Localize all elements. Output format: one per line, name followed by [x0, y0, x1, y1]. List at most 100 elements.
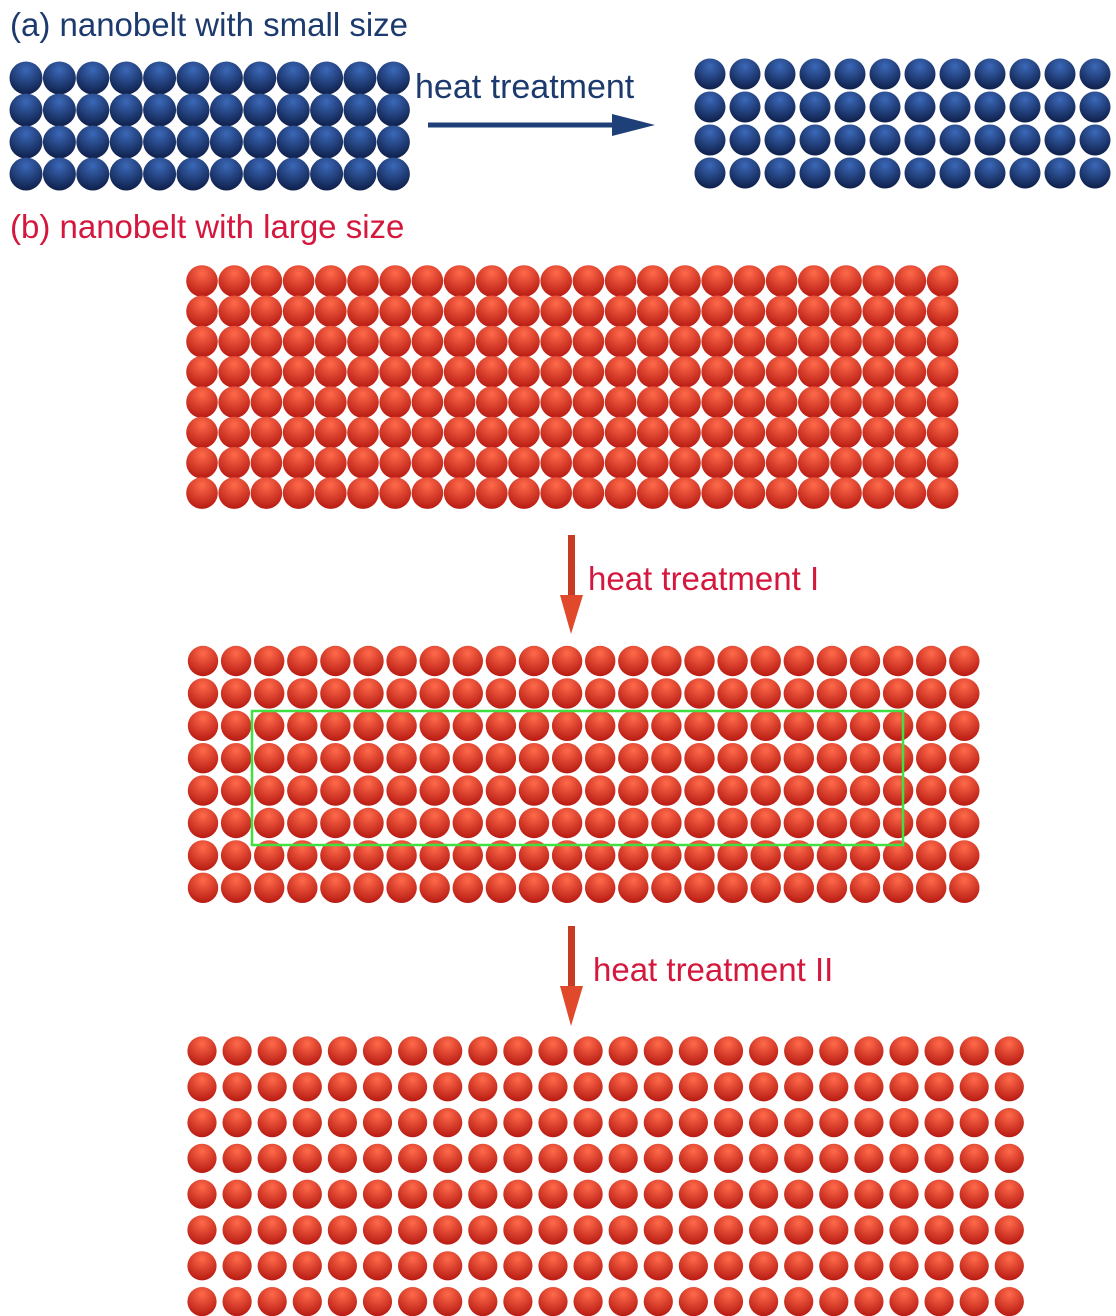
large-nanobelt-stage-2 [187, 645, 980, 903]
red-sphere [717, 743, 748, 774]
red-sphere [651, 645, 682, 677]
blue-sphere [834, 58, 866, 90]
red-sphere [287, 710, 318, 741]
blue-sphere [109, 157, 143, 191]
red-sphere [604, 356, 637, 388]
red-sphere [327, 1036, 357, 1066]
blue-sphere [276, 125, 310, 159]
blue-sphere [1009, 124, 1041, 156]
blue-sphere [343, 125, 377, 159]
red-sphere [678, 1251, 709, 1281]
red-sphere [924, 1143, 954, 1173]
red-sphere [959, 1251, 989, 1281]
red-sphere [222, 1072, 252, 1102]
red-sphere [701, 386, 733, 419]
red-sphere [386, 710, 417, 741]
red-sphere [315, 416, 347, 449]
red-sphere [889, 1179, 919, 1209]
red-sphere [604, 416, 637, 449]
red-sphere [819, 1036, 849, 1066]
red-sphere [187, 1072, 217, 1102]
red-sphere [783, 678, 814, 709]
red-sphere [717, 872, 748, 903]
red-sphere [452, 872, 483, 903]
red-sphere [637, 416, 669, 449]
red-sphere [257, 1251, 287, 1281]
red-sphere [518, 710, 550, 741]
red-sphere [882, 807, 914, 839]
red-sphere [784, 1287, 814, 1316]
blue-sphere [869, 124, 901, 156]
red-sphere [419, 645, 450, 677]
blue-sphere [276, 157, 310, 191]
red-sphere [643, 1108, 673, 1138]
red-sphere [573, 1215, 603, 1245]
red-sphere [637, 386, 669, 419]
red-sphere [287, 872, 318, 903]
red-sphere [651, 743, 682, 774]
red-sphere [379, 356, 412, 388]
red-sphere [353, 645, 384, 677]
red-sphere [411, 477, 444, 509]
red-sphere [518, 743, 550, 774]
blue-sphere [243, 157, 277, 191]
red-sphere [254, 645, 285, 677]
red-sphere [713, 1143, 744, 1173]
red-sphere [608, 1179, 638, 1209]
blue-sphere [694, 124, 726, 156]
blue-sphere [76, 61, 110, 95]
red-sphere [889, 1072, 919, 1102]
red-sphere [798, 477, 830, 509]
red-sphere [608, 1143, 638, 1173]
red-sphere [485, 645, 517, 677]
red-sphere [573, 1287, 603, 1316]
red-sphere [419, 807, 450, 839]
red-sphere [572, 416, 605, 449]
red-sphere [254, 807, 285, 839]
red-sphere [684, 645, 715, 677]
red-sphere [798, 447, 830, 479]
red-sphere [257, 1036, 287, 1066]
red-sphere [386, 678, 417, 709]
red-sphere [386, 645, 417, 677]
red-sphere [604, 477, 637, 509]
red-sphere [701, 295, 733, 328]
red-sphere [765, 265, 798, 297]
red-sphere [733, 386, 766, 419]
red-sphere [518, 807, 550, 839]
red-sphere [733, 265, 766, 297]
red-sphere [222, 1251, 252, 1281]
red-sphere [994, 1072, 1024, 1102]
red-sphere [292, 1072, 322, 1102]
red-sphere [257, 1215, 287, 1245]
red-sphere [994, 1143, 1024, 1173]
red-sphere [798, 325, 830, 358]
large-nanobelt-stage-1 [186, 265, 959, 509]
red-sphere [468, 1251, 498, 1281]
red-sphere [889, 1215, 919, 1245]
red-sphere [220, 872, 252, 903]
blue-sphere [904, 91, 936, 123]
red-sphere [830, 386, 862, 419]
red-sphere [618, 678, 649, 709]
red-sphere [882, 872, 914, 903]
blue-sphere [974, 157, 1006, 189]
red-sphere [398, 1036, 428, 1066]
red-sphere [287, 678, 318, 709]
red-sphere [327, 1215, 357, 1245]
red-sphere [411, 295, 444, 328]
heat-treatment-2-label: heat treatment II [593, 951, 833, 988]
red-sphere [994, 1287, 1024, 1316]
red-sphere [315, 386, 347, 419]
red-sphere [508, 265, 540, 297]
red-sphere [651, 807, 682, 839]
red-sphere [353, 678, 384, 709]
red-sphere [949, 678, 980, 709]
red-sphere [257, 1108, 287, 1138]
red-sphere [949, 775, 980, 806]
blue-sphere [310, 125, 344, 159]
red-sphere [187, 645, 219, 677]
red-sphere [949, 807, 980, 839]
red-sphere [379, 295, 412, 328]
red-sphere [916, 743, 947, 774]
